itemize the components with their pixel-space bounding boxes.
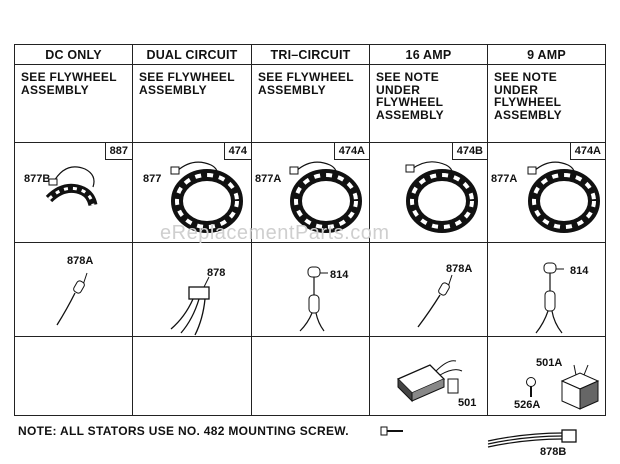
note-line: FLYWHEEL (376, 95, 444, 109)
lead-cell-tri-circuit: 814 (251, 242, 370, 337)
note-line: UNDER (494, 82, 539, 97)
stator-ring-drawing (289, 161, 362, 233)
screw-icon (526, 377, 536, 397)
header-dual-circuit: DUAL CIRCUIT (132, 44, 252, 65)
stator-screw-note: NOTE: ALL STATORS USE NO. 482 MOUNTING S… (18, 424, 349, 438)
diode-lead-drawing (299, 266, 328, 332)
stator-label: 877A (491, 173, 518, 185)
part-tag: 474B (451, 143, 487, 160)
note-line: ASSEMBLY (139, 82, 207, 97)
regulator-cell-9-amp: 501A 526A (487, 336, 606, 416)
note-line: ASSEMBLY (494, 107, 562, 122)
screw-label: 526A (514, 399, 541, 411)
note-line: ASSEMBLY (376, 107, 444, 122)
header-9-amp: 9 AMP (487, 44, 606, 65)
lead-wire-drawing (417, 274, 453, 328)
part-tag: 474A (569, 143, 605, 160)
lead-cell-dual-circuit: 878 (132, 242, 252, 337)
regulator-cell-dual-circuit (132, 336, 252, 416)
stator-cell-dc-only: 887 877B (14, 142, 133, 243)
note-line: SEE FLYWHEEL (258, 70, 354, 84)
note-cell-dual-circuit: SEE FLYWHEEL ASSEMBLY (132, 64, 252, 143)
stator-label: 877A (255, 173, 282, 185)
note-line: UNDER (376, 82, 421, 97)
regulator-cell-16-amp: 501 (369, 336, 488, 416)
header-16-amp: 16 AMP (369, 44, 488, 65)
lead-label: 814 (330, 269, 349, 281)
note-cell-9-amp: SEE NOTE UNDER FLYWHEEL ASSEMBLY (487, 64, 606, 143)
lead-label: 878 (207, 267, 226, 279)
header-dc-only: DC ONLY (14, 44, 133, 65)
stator-label: 877 (143, 173, 162, 185)
stator-cell-tri-circuit: 474A 877A (251, 142, 370, 243)
note-line: ASSEMBLY (21, 82, 89, 97)
lead-label: 878A (67, 255, 94, 267)
lead-cell-dc-only: 878A (14, 242, 133, 337)
mounting-screw-icon (380, 426, 403, 436)
diode-lead-drawing (535, 262, 564, 334)
regulator-drawing (396, 360, 463, 403)
lead-cell-16-amp: 878A (369, 242, 488, 337)
regulator-label: 501A (536, 357, 563, 369)
stator-cell-dual-circuit: 474 877 (132, 142, 252, 243)
regulator-label: 501 (458, 397, 477, 409)
note-line: SEE NOTE (376, 70, 440, 84)
wire-harness-drawing (487, 429, 577, 448)
watermark: eReplacementParts.com (160, 222, 390, 244)
lead-label: 878A (446, 263, 473, 275)
lead-label: 814 (570, 265, 589, 277)
lead-wire-drawing (56, 272, 88, 326)
regulator-drawing (560, 364, 600, 410)
part-tag: 474A (333, 143, 369, 160)
regulator-cell-tri-circuit (251, 336, 370, 416)
part-tag: 474 (223, 143, 251, 160)
half-stator-drawing (45, 166, 98, 207)
note-line: SEE NOTE (494, 70, 558, 84)
note-line: SEE FLYWHEEL (21, 70, 117, 84)
stator-ring-drawing (170, 161, 243, 233)
part-tag: 887 (104, 143, 132, 160)
connector-harness-drawing (170, 276, 210, 336)
note-cell-tri-circuit: SEE FLYWHEEL ASSEMBLY (251, 64, 370, 143)
header-tri-circuit: TRI–CIRCUIT (251, 44, 370, 65)
note-cell-16-amp: SEE NOTE UNDER FLYWHEEL ASSEMBLY (369, 64, 488, 143)
note-line: SEE FLYWHEEL (139, 70, 235, 84)
stator-label: 877B (24, 173, 51, 185)
note-line: FLYWHEEL (494, 95, 562, 109)
note-cell-dc-only: SEE FLYWHEEL ASSEMBLY (14, 64, 133, 143)
note-line: ASSEMBLY (258, 82, 326, 97)
regulator-cell-dc-only (14, 336, 133, 416)
stator-ring-drawing (527, 161, 600, 233)
stator-ring-drawing (405, 161, 478, 233)
harness-label: 878B (540, 446, 567, 458)
lead-cell-9-amp: 814 (487, 242, 606, 337)
stator-cell-9-amp: 474A 877A (487, 142, 606, 243)
stator-cell-16-amp: 474B (369, 142, 488, 243)
parts-grid: DC ONLY DUAL CIRCUIT TRI–CIRCUIT 16 AMP … (14, 44, 606, 416)
